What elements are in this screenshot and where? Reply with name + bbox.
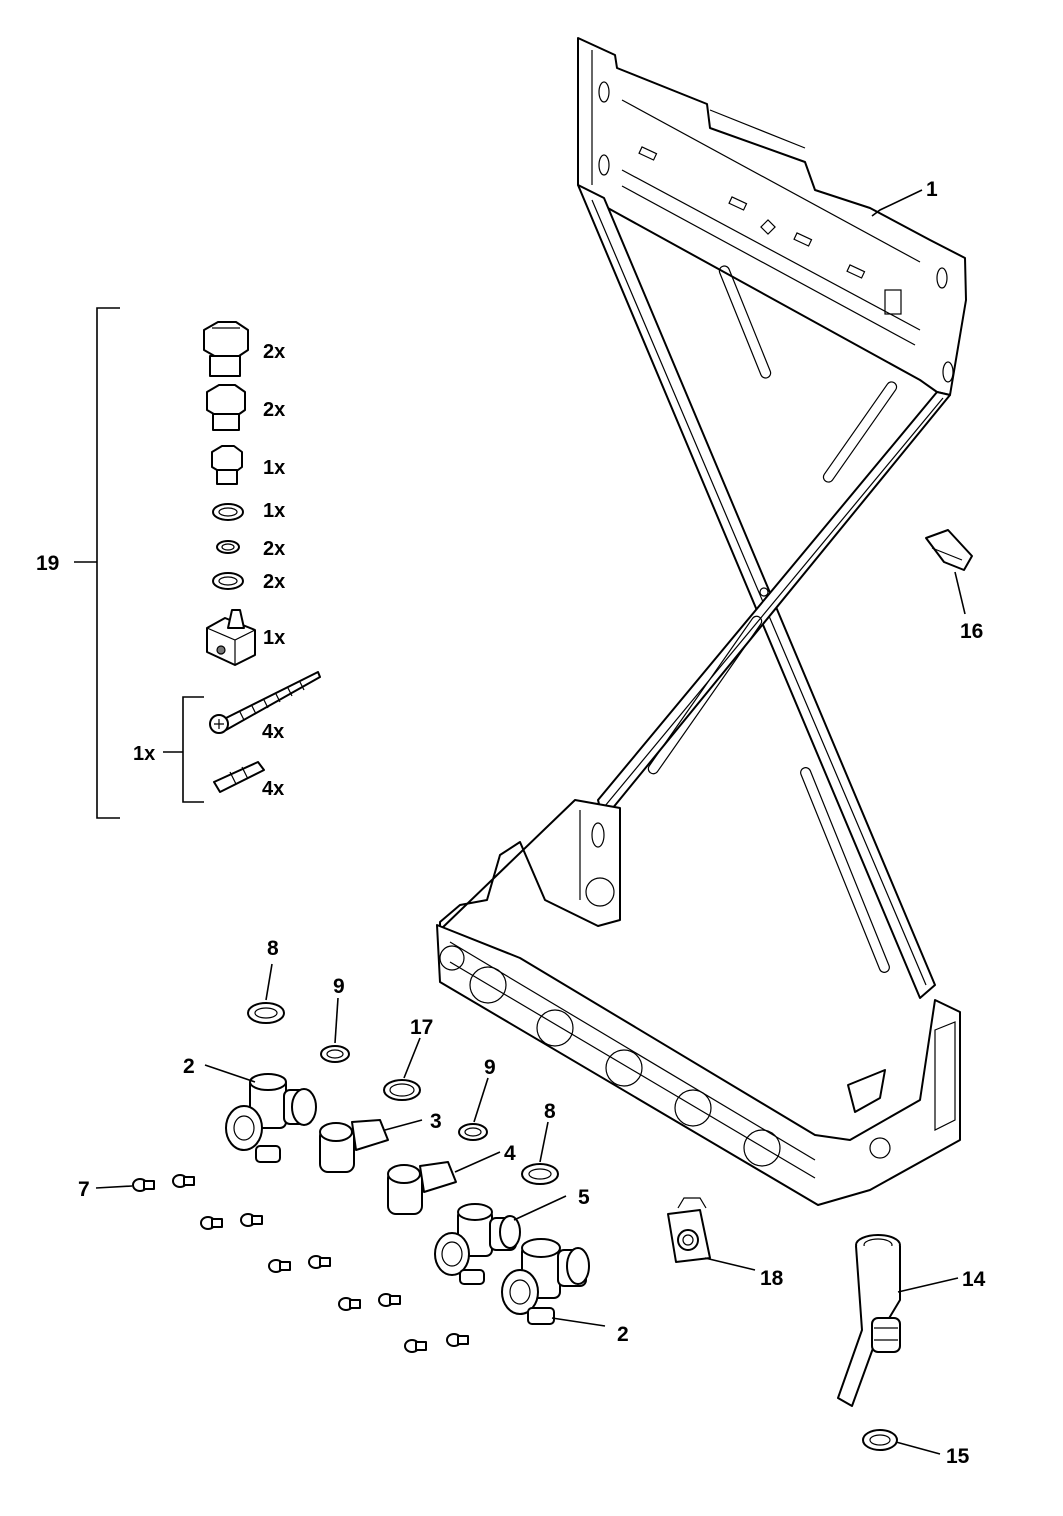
callout-8a: 8 (267, 937, 279, 960)
seal-ring-medium (212, 572, 244, 590)
screws-7 (132, 1174, 469, 1353)
callout-14: 14 (962, 1268, 986, 1291)
qty-nut-fitting-medium: 2x (263, 399, 285, 421)
callout-1: 1 (926, 178, 938, 201)
kit-19-quantities: 2x 2x 1x 1x 2x 2x 1x 4x 4x 1x (133, 341, 285, 800)
elbow-4 (387, 1161, 457, 1215)
leader-lines (95, 189, 966, 1455)
qty-seal-ring-small: 2x (263, 538, 285, 560)
clip-part (925, 529, 973, 571)
screw (209, 671, 321, 734)
seal-ring-large (212, 503, 244, 521)
callout-17: 17 (410, 1016, 433, 1039)
qty-fixing-set: 1x (133, 743, 155, 765)
callout-9a: 9 (333, 975, 345, 998)
callout-19: 19 (36, 552, 59, 575)
callout-4: 4 (504, 1142, 516, 1165)
seal-9b (458, 1123, 488, 1141)
qty-wall-plug: 4x (262, 778, 284, 800)
seal-17 (383, 1079, 421, 1101)
callout-16: 16 (960, 620, 983, 643)
nut-fitting-small (211, 445, 243, 485)
nut-fitting-medium (206, 384, 246, 431)
seal-8a (247, 1002, 285, 1024)
callout-labels: 1 16 19 8 9 17 2 9 8 3 4 5 7 2 18 14 15 (36, 178, 986, 1468)
mounting-frame (436, 37, 967, 1206)
kit-19-brackets (74, 307, 204, 819)
callout-5: 5 (578, 1186, 590, 1209)
cover-plate-18 (667, 1197, 711, 1263)
callout-2a: 2 (183, 1055, 195, 1078)
qty-block-valve: 1x (263, 627, 285, 649)
callout-3: 3 (430, 1110, 442, 1133)
qty-nut-fitting-large: 2x (263, 341, 285, 363)
qty-seal-ring-medium: 2x (263, 571, 285, 593)
seal-8b (521, 1163, 559, 1185)
callout-7: 7 (78, 1178, 90, 1201)
seal-15 (862, 1429, 898, 1451)
qty-seal-ring-large: 1x (263, 500, 285, 522)
seal-ring-small (216, 540, 240, 554)
valve-2b (501, 1238, 590, 1325)
callout-15: 15 (946, 1445, 970, 1468)
valve-2a (225, 1073, 317, 1163)
callout-18: 18 (760, 1267, 784, 1290)
wall-plug (213, 761, 265, 793)
valve-5 (434, 1203, 521, 1285)
callout-2b: 2 (617, 1323, 629, 1346)
qty-nut-fitting-small: 1x (263, 457, 285, 479)
elbow-3 (319, 1119, 389, 1173)
seal-9a (320, 1045, 350, 1063)
qty-screw: 4x (262, 721, 284, 743)
block-valve (206, 609, 256, 666)
siphon-14 (837, 1234, 901, 1407)
callout-8b: 8 (544, 1100, 556, 1123)
kit-19-parts (203, 321, 321, 793)
callout-9b: 9 (484, 1056, 496, 1079)
nut-fitting-large (203, 321, 249, 377)
